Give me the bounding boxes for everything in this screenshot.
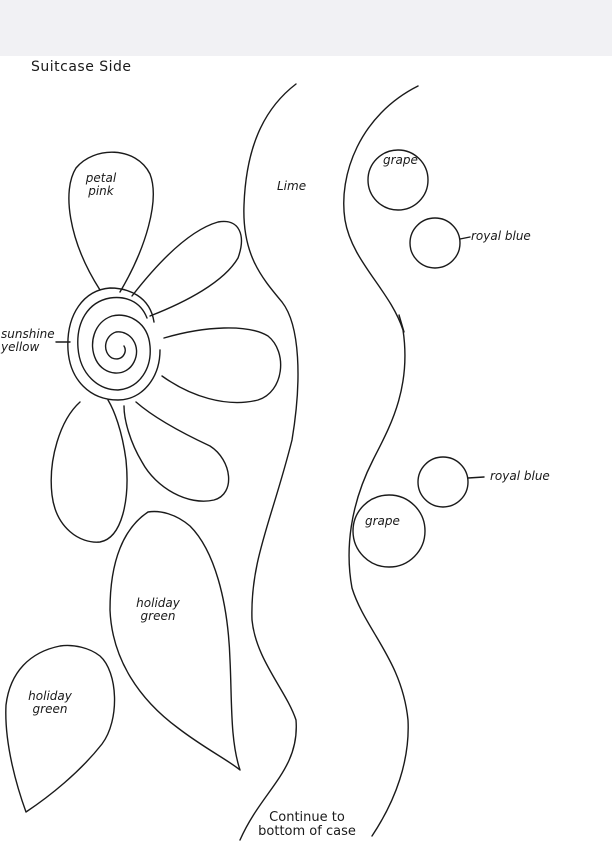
petal-lower-left: [50, 399, 128, 543]
leaf-lower: [5, 644, 116, 813]
grape-circle-top: [367, 149, 429, 211]
label-royal-blue-top: royal blue: [471, 229, 531, 243]
label-sunshine-yellow: sunshine yellow: [1, 327, 55, 354]
petal-lower-right: [123, 401, 230, 502]
label-leaf-lower: holiday green: [28, 689, 72, 716]
label-continue-note: Continue to bottom of case: [258, 811, 356, 835]
label-petal-pink: petal pink: [85, 171, 117, 198]
label-lime: Lime: [277, 179, 307, 193]
label-leaf-upper: holiday green: [136, 596, 180, 623]
label-grape-top: grape: [383, 153, 418, 167]
label-grape-bottom: grape: [365, 514, 400, 528]
royal-blue-circle-bottom: [417, 456, 469, 508]
royal-blue-top-pointer: [459, 236, 471, 240]
petal-top: [68, 151, 154, 293]
petal-upper-right: [131, 220, 242, 317]
vine-right-edge: [343, 85, 419, 837]
royal-blue-bottom-pointer: [467, 476, 485, 479]
vine-right-tick: [398, 314, 405, 333]
leaf-upper: [109, 510, 241, 771]
grape-circle-bottom: [352, 494, 426, 568]
page-title: Suitcase Side: [31, 59, 132, 75]
label-royal-blue-bottom: royal blue: [490, 469, 550, 483]
royal-blue-circle-top: [409, 217, 461, 269]
flower-center-ring: [67, 287, 161, 401]
petal-right: [161, 327, 282, 404]
vine-left-edge: [239, 83, 299, 841]
flower-center-spiral: [77, 296, 151, 391]
